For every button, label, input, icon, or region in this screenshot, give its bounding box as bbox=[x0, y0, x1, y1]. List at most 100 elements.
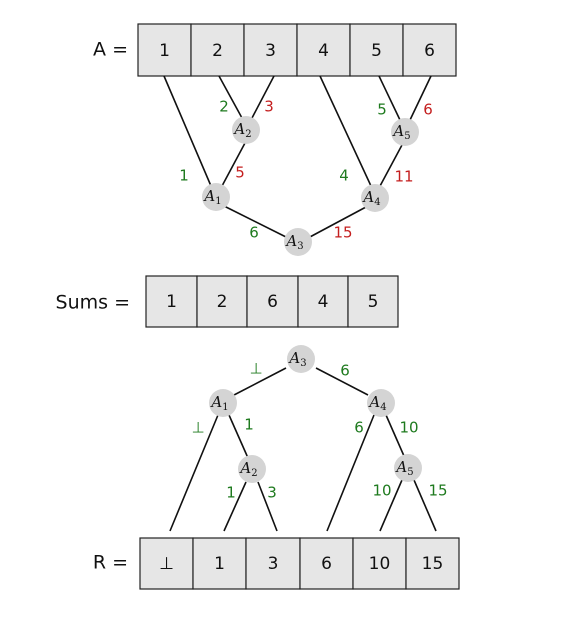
edge-label: 15 bbox=[333, 224, 352, 242]
tree-edge bbox=[379, 479, 403, 532]
tree-edge bbox=[228, 414, 249, 459]
array-r-value: 3 bbox=[268, 554, 279, 574]
tree1-node-a1: A1 bbox=[202, 183, 230, 211]
tree1-node-a5: A5 bbox=[391, 118, 419, 146]
svg-text:A4: A4 bbox=[361, 188, 380, 208]
tree2-node-a5: A5 bbox=[394, 454, 422, 482]
edge-label: 11 bbox=[394, 168, 413, 186]
tree-edge bbox=[326, 414, 375, 532]
tree1-edge-labels: 2 3 5 6 1 5 4 11 6 15 bbox=[179, 98, 433, 242]
svg-text:A4: A4 bbox=[367, 393, 386, 413]
edge-label: ⊥ bbox=[249, 360, 262, 378]
array-a-value: 5 bbox=[371, 41, 382, 61]
array-r-cell bbox=[299, 537, 354, 590]
array-a-label: A = bbox=[93, 39, 128, 61]
edge-label: 15 bbox=[428, 482, 447, 500]
tree1-edges bbox=[163, 75, 432, 239]
edge-label: 1 bbox=[226, 484, 236, 502]
array-r-value: 15 bbox=[422, 554, 444, 574]
array-a-cell bbox=[190, 23, 245, 77]
array-r-value: ⊥ bbox=[159, 554, 174, 574]
edge-label: 2 bbox=[219, 98, 229, 116]
svg-text:A5: A5 bbox=[391, 122, 410, 142]
array-r-value: 6 bbox=[321, 554, 332, 574]
tree-edge bbox=[257, 481, 278, 532]
array-a-cell bbox=[243, 23, 298, 77]
tree1-node-a2: A2 bbox=[232, 116, 260, 144]
tree2-edges bbox=[169, 367, 437, 532]
tree2-node-a1: A1 bbox=[209, 389, 237, 417]
svg-text:A2: A2 bbox=[238, 459, 257, 479]
array-sums: 1 2 6 4 5 bbox=[145, 275, 399, 328]
tree-edge bbox=[223, 481, 247, 532]
tree2-node-a3: A3 bbox=[287, 345, 315, 373]
tree-edge bbox=[315, 367, 369, 396]
edge-label: 6 bbox=[423, 101, 433, 119]
tree-edge bbox=[378, 75, 401, 121]
svg-text:A3: A3 bbox=[284, 232, 303, 252]
array-r-cell bbox=[192, 537, 247, 590]
edge-label: 4 bbox=[339, 167, 349, 185]
svg-text:A5: A5 bbox=[394, 458, 413, 478]
array-a-value: 3 bbox=[265, 41, 276, 61]
array-sums-value: 2 bbox=[217, 292, 228, 312]
array-sums-cell bbox=[246, 275, 299, 328]
array-sums-value: 1 bbox=[166, 292, 177, 312]
edge-label: 10 bbox=[372, 482, 391, 500]
tree2-node-a2: A2 bbox=[238, 455, 266, 483]
array-a: 1 2 3 4 5 6 bbox=[137, 23, 457, 77]
edge-label: ⊥ bbox=[191, 419, 204, 437]
svg-text:A1: A1 bbox=[209, 393, 228, 413]
array-sums-cell bbox=[297, 275, 349, 328]
tree-edge bbox=[233, 367, 287, 396]
array-a-value: 4 bbox=[318, 41, 329, 61]
array-sums-label: Sums = bbox=[56, 292, 130, 314]
array-r-cell bbox=[352, 537, 407, 590]
tree-edge bbox=[163, 75, 212, 187]
array-sums-value: 5 bbox=[368, 292, 379, 312]
tree-edge bbox=[319, 75, 372, 187]
array-sums-value: 4 bbox=[318, 292, 329, 312]
array-a-cell bbox=[402, 23, 457, 77]
array-r-cell bbox=[405, 537, 460, 590]
array-a-value: 1 bbox=[159, 41, 170, 61]
edge-label: 10 bbox=[399, 419, 418, 437]
edge-label: 1 bbox=[244, 416, 254, 434]
tree-edge bbox=[251, 75, 275, 119]
array-r-label: R = bbox=[93, 552, 128, 574]
array-sums-cell bbox=[196, 275, 248, 328]
edge-label: 1 bbox=[179, 167, 189, 185]
array-a-cell bbox=[137, 23, 192, 77]
edge-label: 6 bbox=[249, 224, 259, 242]
tree-edge bbox=[169, 414, 219, 532]
array-sums-cell bbox=[145, 275, 198, 328]
edge-label: 6 bbox=[340, 362, 350, 380]
svg-text:A1: A1 bbox=[202, 187, 221, 207]
tree2-edge-labels: ⊥ 6 ⊥ 1 6 10 1 3 10 15 bbox=[191, 360, 447, 502]
tree-edge bbox=[221, 142, 246, 187]
array-sums-cell bbox=[347, 275, 399, 328]
tree-edge bbox=[223, 205, 289, 239]
array-r-value: 1 bbox=[214, 554, 225, 574]
array-sums-value: 6 bbox=[267, 292, 278, 312]
array-a-value: 2 bbox=[212, 41, 223, 61]
svg-text:A2: A2 bbox=[232, 120, 251, 140]
array-a-value: 6 bbox=[424, 41, 435, 61]
edge-label: 3 bbox=[267, 484, 277, 502]
array-r-value: 10 bbox=[369, 554, 391, 574]
tree-edge bbox=[385, 414, 405, 457]
array-r: ⊥ 1 3 6 10 15 bbox=[139, 537, 460, 590]
edge-label: 5 bbox=[235, 164, 245, 182]
tree-edge bbox=[413, 479, 437, 532]
tree-edge bbox=[307, 206, 367, 239]
tree2-node-a4: A4 bbox=[367, 389, 395, 417]
tree-edge bbox=[379, 144, 403, 187]
array-r-cell bbox=[139, 537, 194, 590]
array-r-cell bbox=[245, 537, 301, 590]
array-a-cell bbox=[349, 23, 404, 77]
edge-label: 3 bbox=[264, 98, 274, 116]
edge-label: 5 bbox=[377, 101, 387, 119]
tree-edge bbox=[409, 75, 432, 121]
edge-label: 6 bbox=[354, 419, 364, 437]
